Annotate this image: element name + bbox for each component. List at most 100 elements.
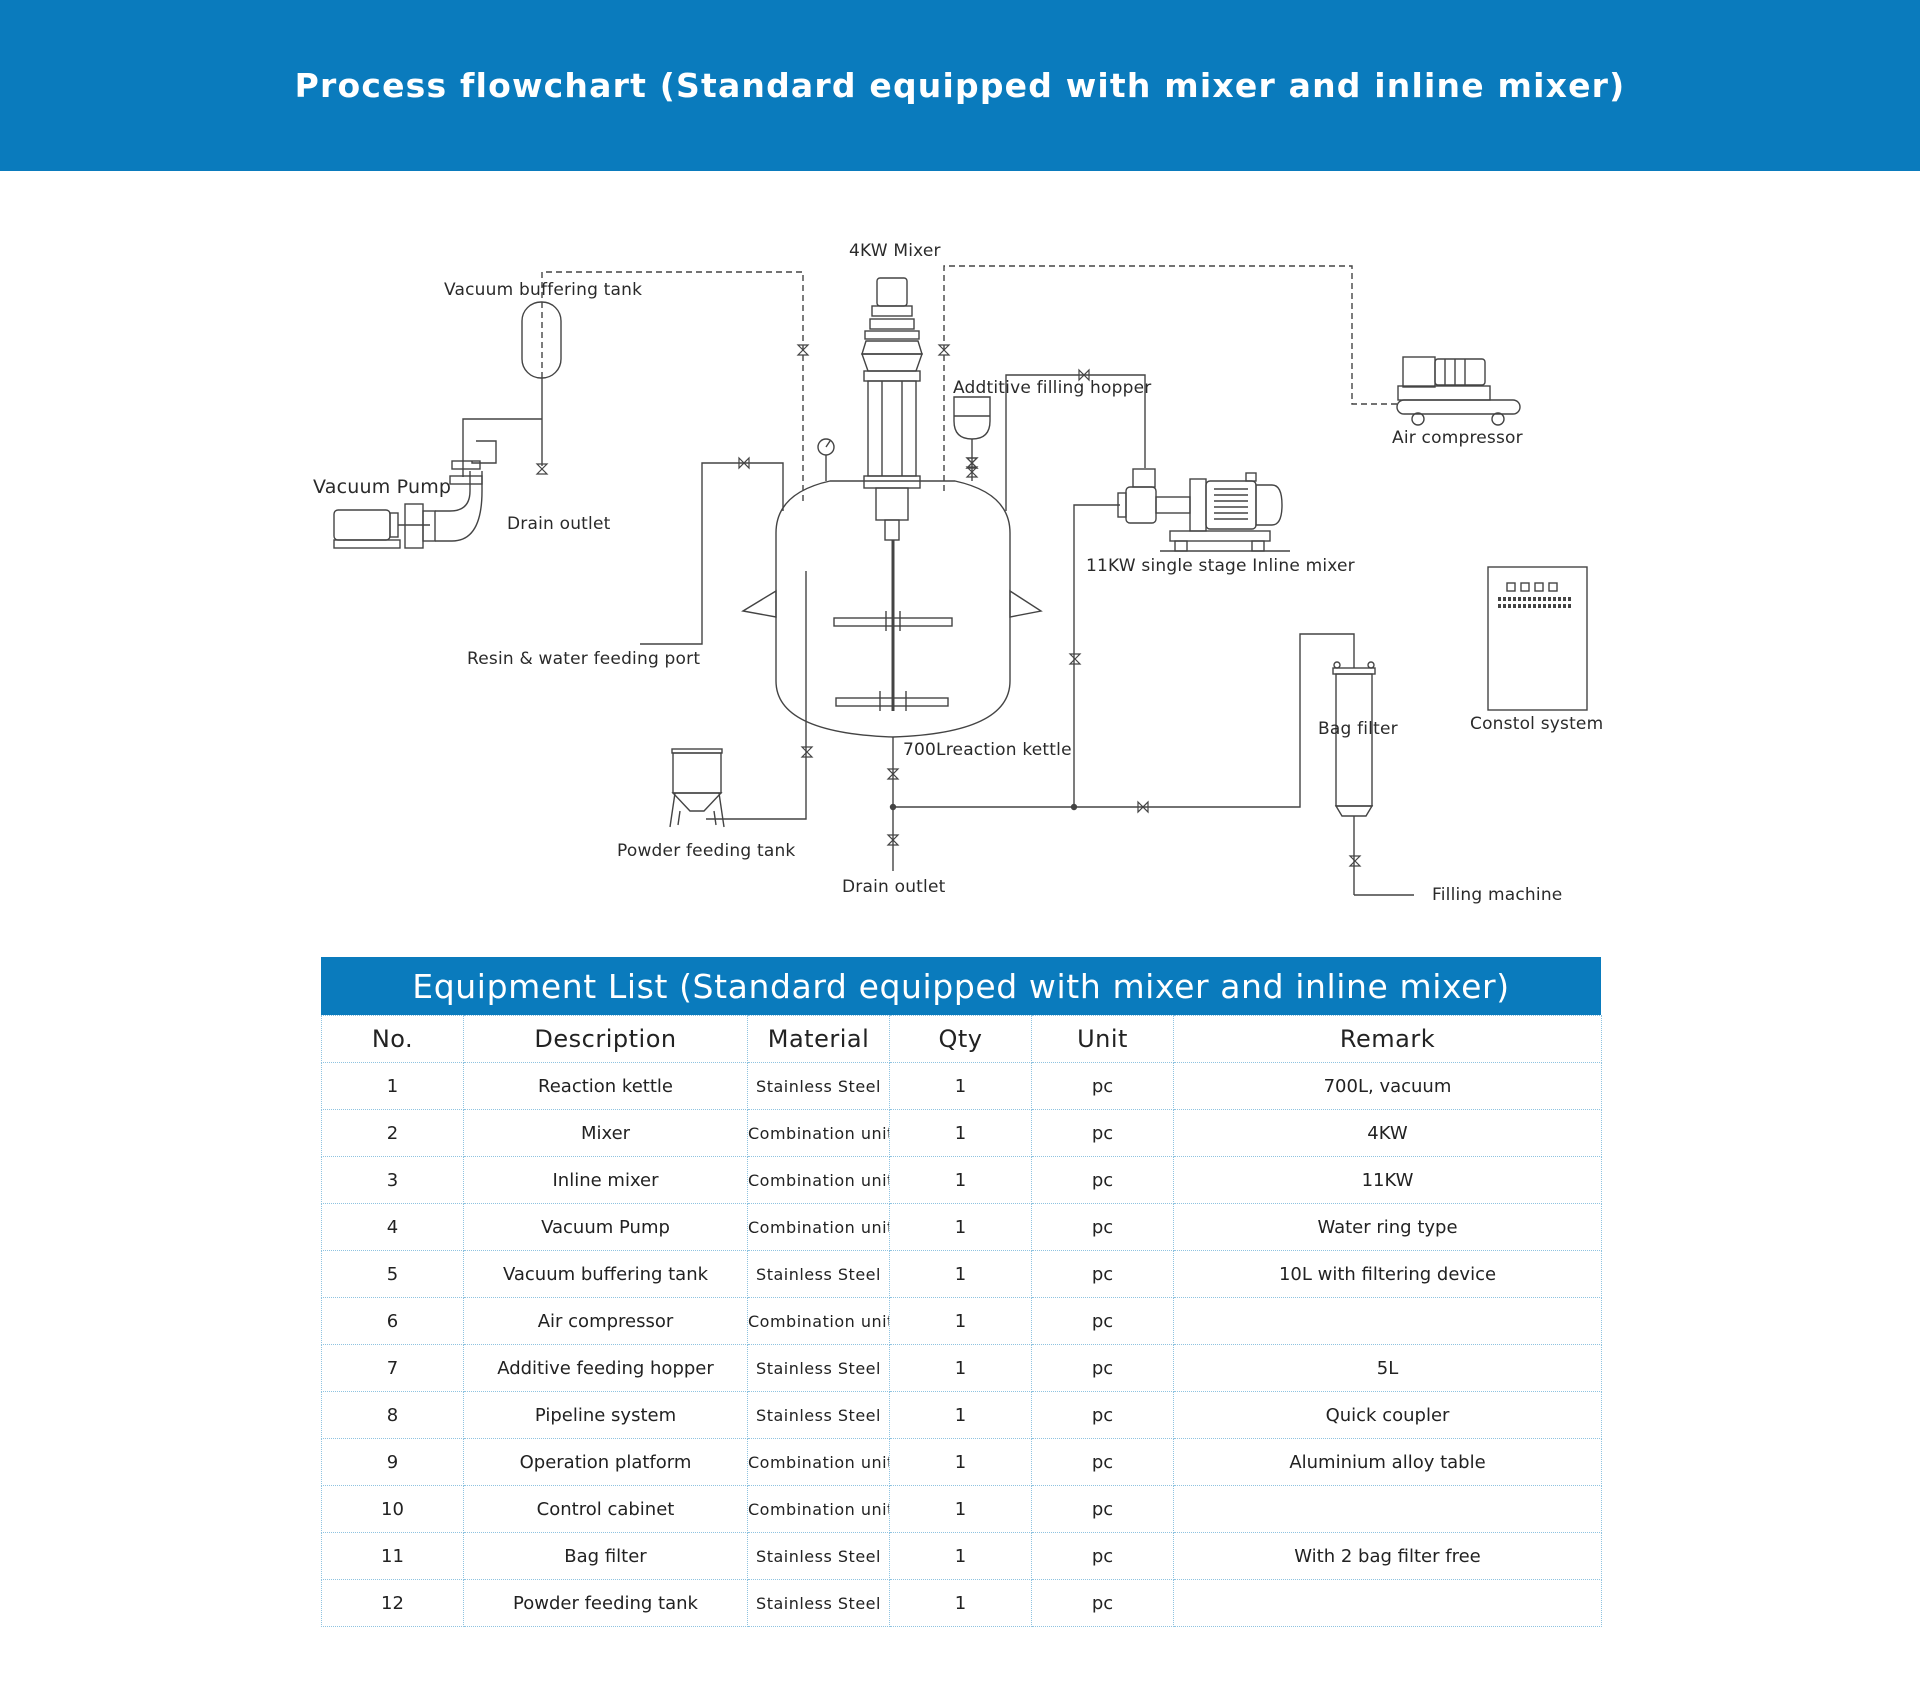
cell-description: Powder feeding tank bbox=[463, 1579, 748, 1627]
cell-description: Vacuum buffering tank bbox=[463, 1250, 748, 1298]
equipment-table: No. Description Material Qty Unit Remark… bbox=[321, 1015, 1602, 1627]
valves bbox=[535, 344, 1362, 867]
cell-unit: pc bbox=[1031, 1062, 1174, 1110]
cell-description: Additive feeding hopper bbox=[463, 1344, 748, 1392]
cell-material: Combination unit bbox=[747, 1203, 890, 1251]
cell-no: 2 bbox=[321, 1109, 464, 1157]
cell-remark: 4KW bbox=[1173, 1109, 1602, 1157]
cell-remark bbox=[1173, 1297, 1602, 1345]
cell-material: Stainless Steel bbox=[747, 1062, 890, 1110]
cell-qty: 1 bbox=[889, 1532, 1032, 1580]
table-row: 10 Control cabinet Combination unit 1 pc bbox=[321, 1485, 1602, 1533]
circulation-line bbox=[1005, 374, 1146, 511]
table-row: 9 Operation platform Combination unit 1 … bbox=[321, 1438, 1602, 1486]
table-row: 2 Mixer Combination unit 1 pc 4KW bbox=[321, 1109, 1602, 1157]
kettle-discharge-line bbox=[892, 633, 1355, 808]
process-flowchart: 4KW Mixer Vacuum buffering tank Addtitiv… bbox=[0, 171, 1920, 951]
label-drain-outlet-bottom: Drain outlet bbox=[842, 877, 946, 897]
table-row: 3 Inline mixer Combination unit 1 pc 11K… bbox=[321, 1156, 1602, 1204]
cell-unit: pc bbox=[1031, 1391, 1174, 1439]
cell-no: 9 bbox=[321, 1438, 464, 1486]
table-row: 1 Reaction kettle Stainless Steel 1 pc 7… bbox=[321, 1062, 1602, 1110]
control-cabinet-shape bbox=[1487, 566, 1588, 711]
cell-material: Combination unit bbox=[747, 1485, 890, 1533]
label-kettle: 700Lreaction kettle bbox=[903, 740, 1072, 760]
cell-material: Combination unit bbox=[747, 1297, 890, 1345]
cell-description: Reaction kettle bbox=[463, 1062, 748, 1110]
label-powder-tank: Powder feeding tank bbox=[617, 841, 796, 861]
table-row: 11 Bag filter Stainless Steel 1 pc With … bbox=[321, 1532, 1602, 1580]
label-drain-outlet-left: Drain outlet bbox=[507, 514, 611, 534]
cell-material: Stainless Steel bbox=[747, 1579, 890, 1627]
label-control-system: Constol system bbox=[1470, 714, 1604, 734]
cell-material: Stainless Steel bbox=[747, 1391, 890, 1439]
label-vacuum-pump: Vacuum Pump bbox=[313, 476, 452, 498]
vacuum-pump-shape bbox=[333, 440, 497, 549]
header-material: Material bbox=[747, 1015, 890, 1063]
cell-description: Air compressor bbox=[463, 1297, 748, 1345]
label-additive-hopper: Addtitive filling hopper bbox=[953, 378, 1152, 398]
label-air-compressor: Air compressor bbox=[1392, 428, 1523, 448]
cell-remark bbox=[1173, 1579, 1602, 1627]
cell-no: 6 bbox=[321, 1297, 464, 1345]
cell-remark: 700L, vacuum bbox=[1173, 1062, 1602, 1110]
equipment-list: Equipment List (Standard equipped with m… bbox=[321, 957, 1602, 1627]
bag-filter-shape bbox=[1332, 661, 1414, 896]
label-resin-port: Resin & water feeding port bbox=[467, 649, 701, 669]
cell-no: 1 bbox=[321, 1062, 464, 1110]
cell-qty: 1 bbox=[889, 1579, 1032, 1627]
cell-no: 7 bbox=[321, 1344, 464, 1392]
cell-qty: 1 bbox=[889, 1391, 1032, 1439]
cell-material: Combination unit bbox=[747, 1109, 890, 1157]
inline-return-line bbox=[1073, 504, 1120, 807]
top-banner: Process flowchart (Standard equipped wit… bbox=[0, 0, 1920, 171]
cell-description: Inline mixer bbox=[463, 1156, 748, 1204]
cell-remark: 10L with filtering device bbox=[1173, 1250, 1602, 1298]
additive-hopper-shape bbox=[953, 396, 991, 481]
cell-remark: Quick coupler bbox=[1173, 1391, 1602, 1439]
cell-qty: 1 bbox=[889, 1250, 1032, 1298]
cell-no: 10 bbox=[321, 1485, 464, 1533]
table-row: 7 Additive feeding hopper Stainless Stee… bbox=[321, 1344, 1602, 1392]
cell-no: 5 bbox=[321, 1250, 464, 1298]
page-title: Process flowchart (Standard equipped wit… bbox=[294, 66, 1626, 105]
label-inline-mixer: 11KW single stage Inline mixer bbox=[1086, 556, 1355, 576]
cell-material: Stainless Steel bbox=[747, 1532, 890, 1580]
cell-qty: 1 bbox=[889, 1062, 1032, 1110]
vacuum-buffering-tank-shape bbox=[462, 301, 562, 477]
cell-unit: pc bbox=[1031, 1109, 1174, 1157]
cell-remark: 11KW bbox=[1173, 1156, 1602, 1204]
vacuum-dashed-lines bbox=[541, 265, 1397, 501]
label-mixer: 4KW Mixer bbox=[849, 241, 941, 261]
cell-unit: pc bbox=[1031, 1438, 1174, 1486]
cell-unit: pc bbox=[1031, 1156, 1174, 1204]
cell-remark: 5L bbox=[1173, 1344, 1602, 1392]
cell-unit: pc bbox=[1031, 1203, 1174, 1251]
cell-remark: With 2 bag filter free bbox=[1173, 1532, 1602, 1580]
inline-mixer-shape bbox=[1117, 468, 1290, 552]
cell-qty: 1 bbox=[889, 1297, 1032, 1345]
header-no: No. bbox=[321, 1015, 464, 1063]
cell-unit: pc bbox=[1031, 1532, 1174, 1580]
cell-unit: pc bbox=[1031, 1579, 1174, 1627]
cell-no: 8 bbox=[321, 1391, 464, 1439]
cell-material: Stainless Steel bbox=[747, 1344, 890, 1392]
cell-no: 3 bbox=[321, 1156, 464, 1204]
equipment-list-title: Equipment List (Standard equipped with m… bbox=[321, 957, 1601, 1015]
cell-remark bbox=[1173, 1485, 1602, 1533]
cell-unit: pc bbox=[1031, 1250, 1174, 1298]
cell-qty: 1 bbox=[889, 1344, 1032, 1392]
reaction-kettle-shape bbox=[741, 438, 1043, 738]
cell-description: Vacuum Pump bbox=[463, 1203, 748, 1251]
air-compressor-shape bbox=[1396, 356, 1521, 426]
cell-description: Mixer bbox=[463, 1109, 748, 1157]
table-row: 4 Vacuum Pump Combination unit 1 pc Wate… bbox=[321, 1203, 1602, 1251]
cell-qty: 1 bbox=[889, 1109, 1032, 1157]
cell-no: 11 bbox=[321, 1532, 464, 1580]
header-remark: Remark bbox=[1173, 1015, 1602, 1063]
cell-description: Operation platform bbox=[463, 1438, 748, 1486]
cell-description: Control cabinet bbox=[463, 1485, 748, 1533]
cell-material: Combination unit bbox=[747, 1156, 890, 1204]
table-header-row: No. Description Material Qty Unit Remark bbox=[321, 1015, 1602, 1063]
cell-no: 12 bbox=[321, 1579, 464, 1627]
